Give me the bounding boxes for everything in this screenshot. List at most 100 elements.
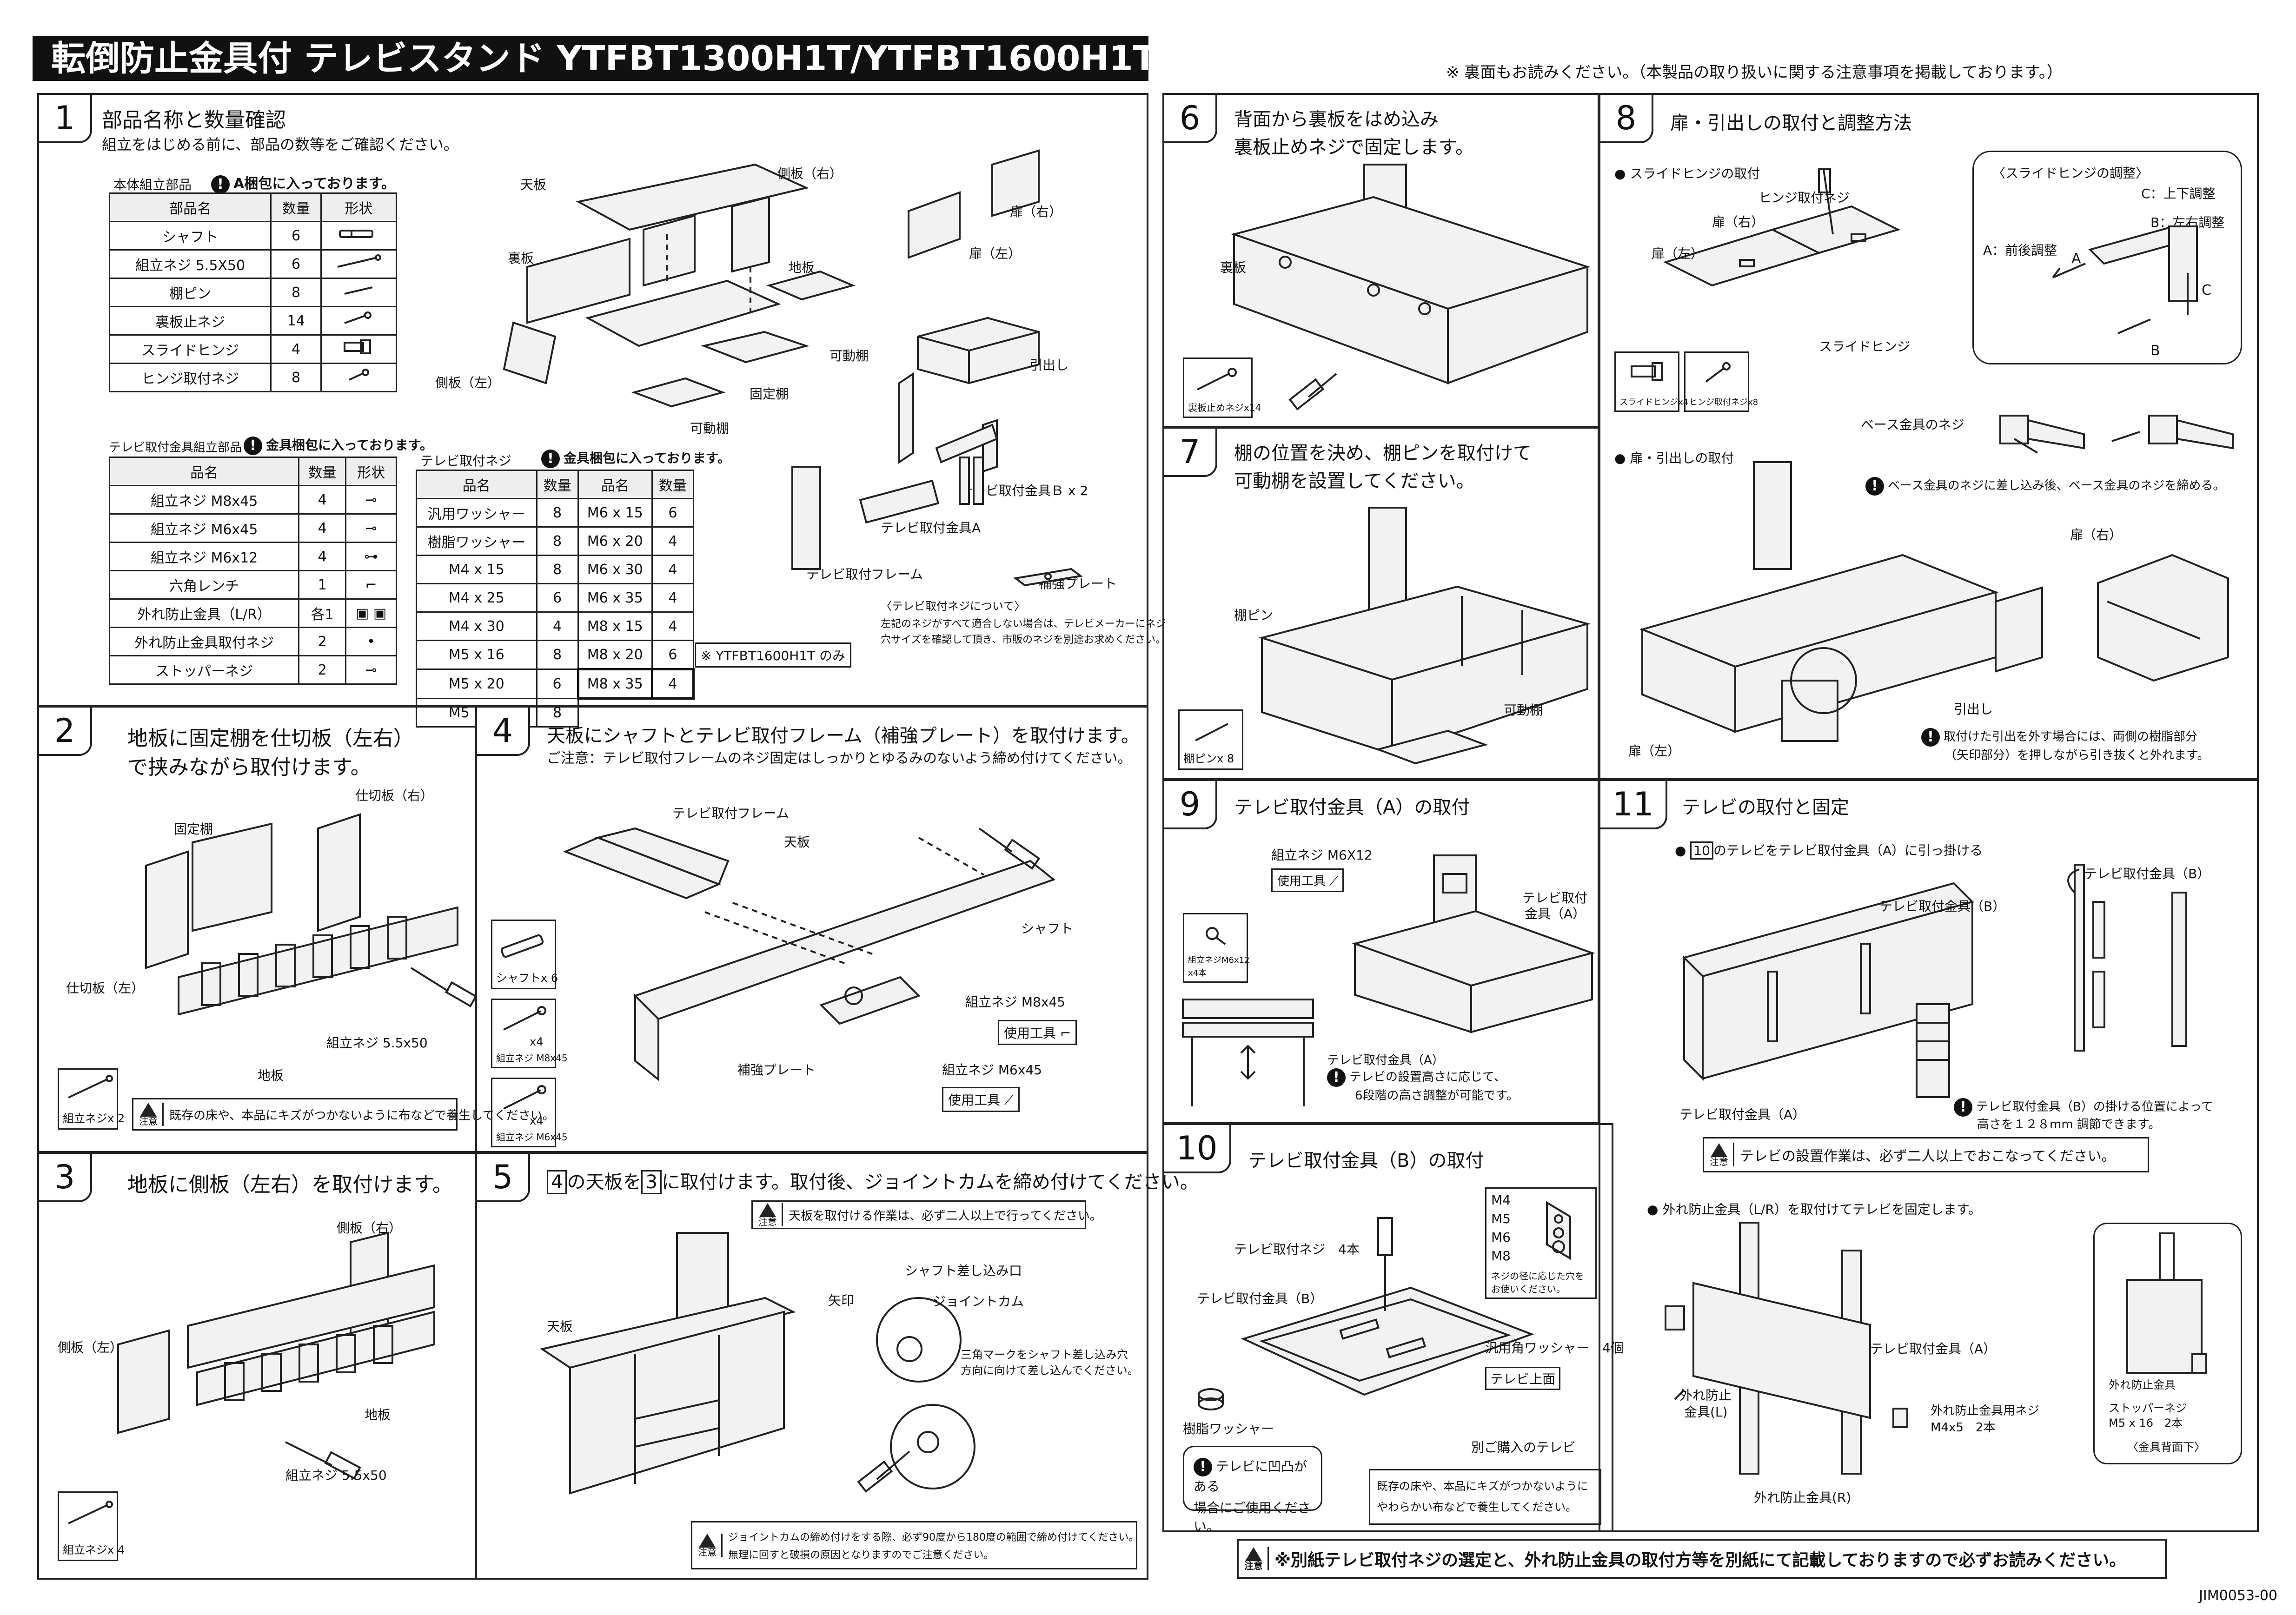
exclamation-icon: ! [1865,477,1884,496]
label-sokuban-l: 側板（左） [58,1340,123,1355]
col-header: 部品名 [108,192,272,222]
step-number: 6 [1164,95,1217,143]
label-stopper-l2: 金具(L) [1684,1404,1728,1420]
adjust-letter-c: C [2202,282,2211,298]
size-m4: M4 [1491,1192,1511,1208]
label-screw: 組立ネジ M6X12 [1271,847,1373,863]
caution-text: テレビの設置作業は、必ず二人以上でおこなってください。 [1740,1148,2116,1165]
label-koteidana: 固定棚 [174,821,213,837]
section-4: 4 天板にシャフトとテレビ取付フレーム（補強プレート）を取付けます。 ご注意：テ… [475,706,1148,1153]
label-adjust-a: A：前後調整 [1983,243,2057,258]
exclamation-icon: ! [1954,1098,1972,1117]
section-8: 8 扉・引出しの取付と調整方法 ● スライドヒンジの取付 ヒンジ取付ネジ 扉（右… [1599,93,2259,780]
hinge-adjust-box: 〈スライドヒンジの調整〉 C：上下調整 B：左右調整 A：前後調整 A B C [1972,151,2242,364]
washer-holes-icon [1546,1201,1571,1260]
part-box-label: 棚ピンx 8 [1183,752,1234,765]
label-jiban: 地板 [258,1068,284,1083]
tool-label: 使用工具 [1004,1026,1056,1041]
label-jiban: 地板 [789,260,815,275]
small-screw-icon: • [345,627,397,656]
label-stopper-screw: ストッパーネジ [2109,1402,2187,1415]
step9-illustration [1352,854,1595,1033]
label-shikiri-l: 仕切板（左） [66,980,145,996]
tool-box-screwdriver: 使用工具 ⟋ [942,1087,1020,1112]
back-screw-icon [320,306,398,336]
stopper-bracket-icon: ▣ ▣ [345,598,397,628]
document-id: JIM0053-00 [2199,1588,2277,1604]
label-back-view: 〈金具背面下〉 [2127,1441,2205,1454]
label-screw: 組立ネジ 5.5x50 [285,1468,387,1483]
part-box-label: スライドヒンジx4 [1619,397,1689,407]
size-m5: M5 [1491,1211,1511,1226]
step6-illustration [1231,164,1591,410]
tool-label: 使用工具 [1277,874,1326,888]
step2-illustration [145,813,478,1016]
resin-washer-icon [1198,1388,1224,1410]
col-header: 品名 [108,457,300,486]
caution-box: 注意既存の床や、本品にキズがつかないように布などで養生してください。 [132,1098,555,1131]
label-stopper-screw-size: M5 x 16 2本 [2109,1416,2183,1430]
hinge-screw-icon [320,363,398,392]
label-tv-top: テレビ上面 [1485,1367,1561,1390]
body-parts-note: !A梱包に入っております。 [211,172,395,194]
section-6: 6 背面から裏板をはめ込み 裏板止めネジで固定します。 裏板 裏板止めネジx14 [1162,93,1599,428]
height-note-line1: !テレビの設置高さに応じて、 [1327,1067,1506,1087]
exclamation-icon: ! [1327,1068,1346,1087]
section-10: 10 テレビ取付金具（B）の取付 M4 M5 M6 M8 ネジの径に応じた穴を … [1162,1123,1624,1534]
base-screw-illustration [1999,415,2234,454]
bullet-door-drawer: ● 扉・引出しの取付 [1614,450,1734,466]
col-header: 形状 [345,457,397,486]
label-tobira-l-2: 扉（左） [1628,743,1681,759]
label-base-screw: ベース金具のネジ [1861,417,1964,432]
screw-size-guide: M4 M5 M6 M8 ネジの径に応じた穴を お使いください。 [1485,1187,1597,1299]
label-shelf: 可動棚 [1504,702,1543,718]
label-shaft: シャフト [1021,921,1074,936]
tool-box-screwdriver: 使用工具 ⟋ [1271,868,1344,892]
footer-notice: 注意※別紙テレビ取付ネジの選定と、外れ防止金具の取付方等を別紙にて記載しておりま… [1237,1539,2167,1579]
back-side-note: ※ 裏面もお読みください。（本製品の取り扱いに関する注意事項を掲載しております。… [1446,63,2063,82]
label-sokuban-r: 側板（右） [777,166,843,181]
step-number: 8 [1600,95,1653,143]
adjust-title: 〈スライドヒンジの調整〉 [1992,165,2149,181]
label-uraita: 裏板 [1220,260,1247,275]
height-note-title: テレビ取付金具（A） [1327,1053,1444,1067]
caution-two-people: 注意テレビの設置作業は、必ず二人以上でおこなってください。 [1703,1137,2149,1172]
section-3: 3 地板に側板（左右）を取付けます。 側板（右） 側板（左） 地板 組立ネジ 5… [37,1152,477,1580]
exploded-cabinet-illustration [503,163,856,408]
warning-icon: 注意 [698,1534,723,1557]
tv-parts-note: !金具梱包に入っております。 [244,435,433,455]
label-tobira-r-2: 扉（右） [2070,527,2123,543]
document-title: 転倒防止金具付 テレビスタンド YTFBT1300H1T/YTFBT1600H1… [33,36,1340,81]
step-number: 7 [1164,429,1217,477]
step-number: 10 [1164,1125,1231,1173]
caution-text-line2: 無理に回すと破損の原因となりますのでご注意ください。 [728,1549,994,1561]
part-box-back-screw: 裏板止めネジx14 [1183,357,1261,418]
label-kanagu-b: テレビ取付金具（B） [1197,1291,1323,1306]
tv-parts-label: テレビ取付金具組立部品 [109,441,242,455]
step5-illustration [540,1232,975,1495]
screwdriver-icon: ⟋ [1004,1092,1014,1108]
label-tenban: 天板 [520,177,547,192]
hex-wrench-icon: ⌐ [345,570,397,600]
drawer-remove-note2: （矢印部分）を押しながら引き抜くと外れます。 [1944,748,2210,762]
screw-icon [320,249,398,279]
part-box-hinge-screw: ヒンジ取付ネジx8 [1684,351,1758,412]
stopper-illustration [1665,1222,1908,1475]
adjust-letter-b: B [2150,343,2160,359]
label-tobira-l: 扉（左） [969,246,1022,261]
section-title: 部品名称と数量確認 [102,108,286,132]
label-plate: 補強プレート [737,1062,816,1078]
exclamation-icon: ! [211,175,230,194]
label-kadoudana: 可動棚 [829,348,869,364]
